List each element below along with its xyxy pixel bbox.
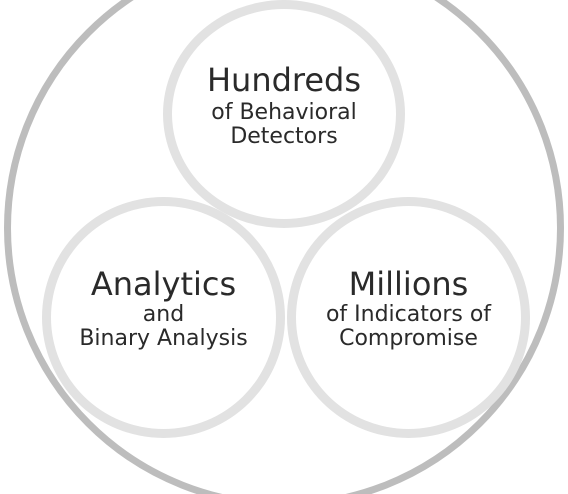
circle-subtitle-line: Compromise bbox=[339, 326, 478, 351]
label-indicators-of-compromise: Millions of Indicators of Compromise bbox=[287, 268, 530, 350]
circle-title: Millions bbox=[348, 265, 469, 303]
circle-subtitle-line: of Indicators of bbox=[325, 302, 492, 327]
circle-analytics bbox=[42, 197, 285, 438]
circle-title: Analytics bbox=[90, 265, 237, 303]
circle-indicators-of-compromise bbox=[287, 197, 530, 438]
circle-subtitle-line: Binary Analysis bbox=[79, 326, 248, 351]
circle-behavioral-detectors bbox=[163, 0, 405, 228]
circle-subtitle-line: of Behavioral bbox=[211, 100, 357, 125]
label-analytics: Analytics and Binary Analysis bbox=[42, 268, 285, 350]
label-behavioral-detectors: Hundreds of Behavioral Detectors bbox=[163, 64, 405, 148]
circle-subtitle-line: Detectors bbox=[230, 124, 338, 149]
circle-title: Hundreds bbox=[206, 61, 362, 99]
circle-subtitle-line: and bbox=[142, 302, 185, 327]
